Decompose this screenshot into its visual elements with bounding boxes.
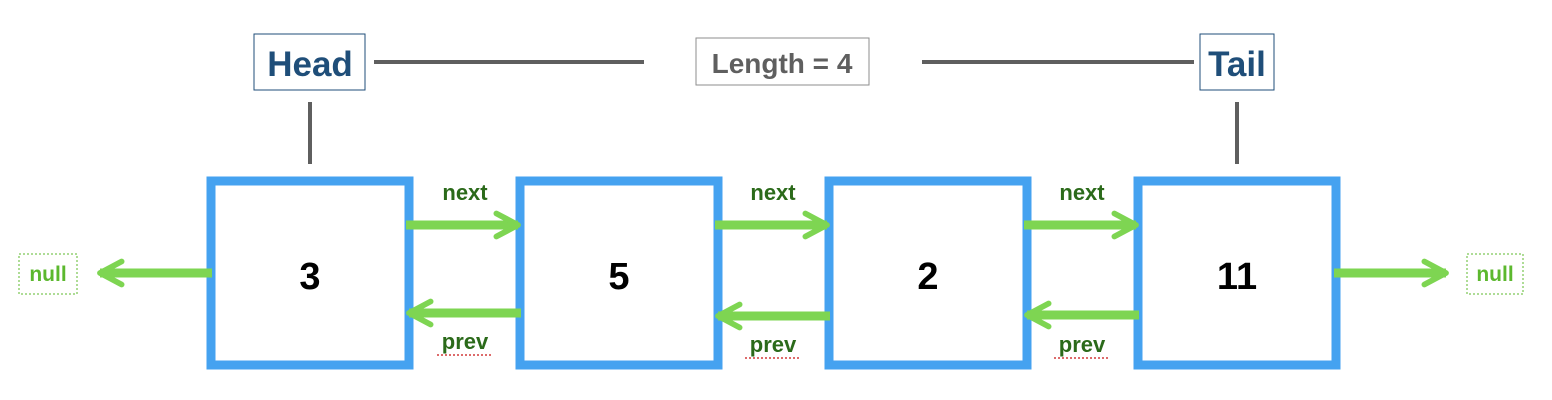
node-value: 3	[299, 256, 320, 298]
length-indicator: Length = 4	[695, 37, 870, 86]
tail-pointer: Tail	[1199, 33, 1275, 91]
node-value: 5	[608, 256, 629, 298]
left-null-box	[18, 253, 78, 295]
node-box	[824, 176, 1032, 370]
left-null-label: null	[29, 263, 66, 286]
length-box	[695, 37, 870, 86]
node-value: 11	[1217, 256, 1257, 298]
head-pointer: Head	[253, 33, 366, 91]
head-pointer-label: Head	[267, 45, 353, 84]
next-label: next	[750, 180, 796, 205]
head-pointer-box	[253, 33, 366, 91]
tail-pointer-box	[1199, 33, 1275, 91]
list-node: 11	[1133, 176, 1341, 370]
list-node: 3	[206, 176, 414, 370]
next-label: next	[1059, 180, 1105, 205]
list-node: 2	[824, 176, 1032, 370]
next-label: next	[442, 180, 488, 205]
right-null-box	[1466, 253, 1524, 295]
right-null-label: null	[1476, 263, 1513, 286]
length-label: Length = 4	[712, 48, 853, 79]
list-node: 5	[515, 176, 723, 370]
prev-label: prev	[750, 332, 797, 357]
prev-label: prev	[1059, 332, 1106, 357]
node-box	[515, 176, 723, 370]
prev-label: prev	[442, 329, 489, 354]
tail-pointer-label: Tail	[1208, 45, 1266, 84]
right-null: null	[1466, 253, 1524, 295]
node-value: 2	[917, 256, 938, 298]
left-null: null	[18, 253, 78, 295]
